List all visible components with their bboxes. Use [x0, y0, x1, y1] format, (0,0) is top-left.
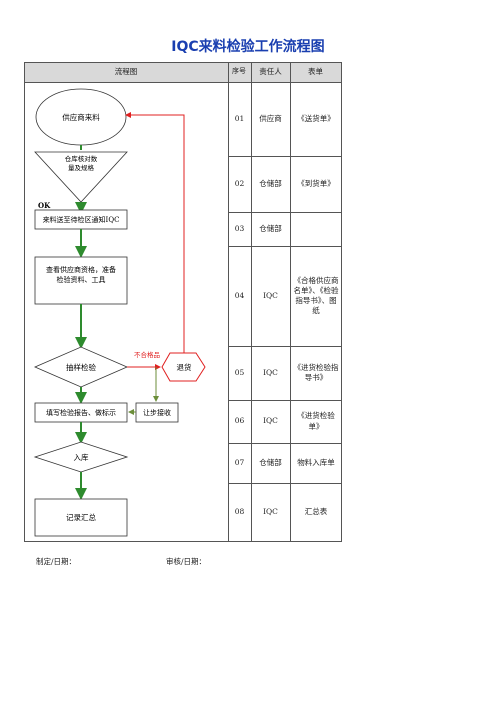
row-seq: 08 [234, 506, 245, 516]
row-owner: IQC [263, 416, 278, 426]
record-label: 记录汇总 [66, 512, 96, 522]
header-owner: 责任人 [259, 66, 282, 76]
row-owner: 仓储部 [259, 457, 282, 467]
store-diamond [33, 441, 129, 473]
check-triangle [34, 151, 128, 203]
header-form: 表单 [308, 66, 323, 76]
record-box [34, 498, 128, 537]
return-hexagon [161, 352, 206, 382]
concession-label: 让步接收 [143, 408, 171, 417]
row-form: 《进货检验指导书》 [293, 362, 339, 382]
report-label: 填写检验报告、做标示 [46, 408, 116, 417]
footer-maker: 制定/日期： [36, 557, 77, 566]
page-title: IQC来料检验工作流程图 [171, 39, 325, 55]
header-seq: 序号 [232, 67, 246, 76]
check-label-2: 量及规格 [68, 163, 95, 172]
check-label-1: 仓库核对数 [65, 154, 98, 163]
footer-auditor: 审核/日期： [166, 557, 207, 566]
row-form: 《送货单》 [297, 113, 335, 123]
row-owner: IQC [263, 367, 278, 377]
table-header-bg [24, 62, 342, 82]
row-form: 《到货单》 [297, 178, 335, 188]
row-owner: IQC [263, 506, 278, 516]
row-owner: 仓储部 [259, 178, 282, 188]
return-loop-line [125, 112, 185, 353]
row-form: 物料入库单 [297, 457, 335, 467]
row-form: 《进货检验单》 [297, 411, 335, 431]
row-form: 汇总表 [304, 506, 328, 516]
prepare-label-2: 检验资料、工具 [57, 275, 106, 284]
inspect-label: 抽样检验 [66, 362, 96, 372]
ok-label: OK [38, 201, 51, 210]
row-owner: 供应商 [259, 113, 282, 123]
row-seq: 05 [234, 367, 245, 377]
header-flow: 流程图 [114, 66, 138, 76]
store-label: 入库 [74, 452, 89, 462]
row-owner: 仓储部 [259, 223, 282, 233]
row-form: 《合格供应商名单》、《检验指导书》、图纸 [293, 275, 339, 316]
prepare-label-1: 查看供应商资格，准备 [46, 265, 116, 274]
return-label: 退货 [177, 362, 192, 372]
prepare-box [34, 256, 128, 305]
notify-label: 来料送至待检区通知IQC [43, 215, 120, 224]
row-seq: 04 [234, 290, 245, 300]
row-seq: 02 [234, 178, 245, 188]
row-seq: 06 [234, 416, 245, 426]
row-seq: 03 [234, 223, 245, 233]
row-seq: 01 [234, 113, 245, 123]
row-owner: IQC [263, 290, 278, 300]
ng-label: 不合格品 [134, 350, 160, 359]
start-label: 供应商来料 [62, 112, 100, 122]
row-seq: 07 [234, 457, 245, 467]
